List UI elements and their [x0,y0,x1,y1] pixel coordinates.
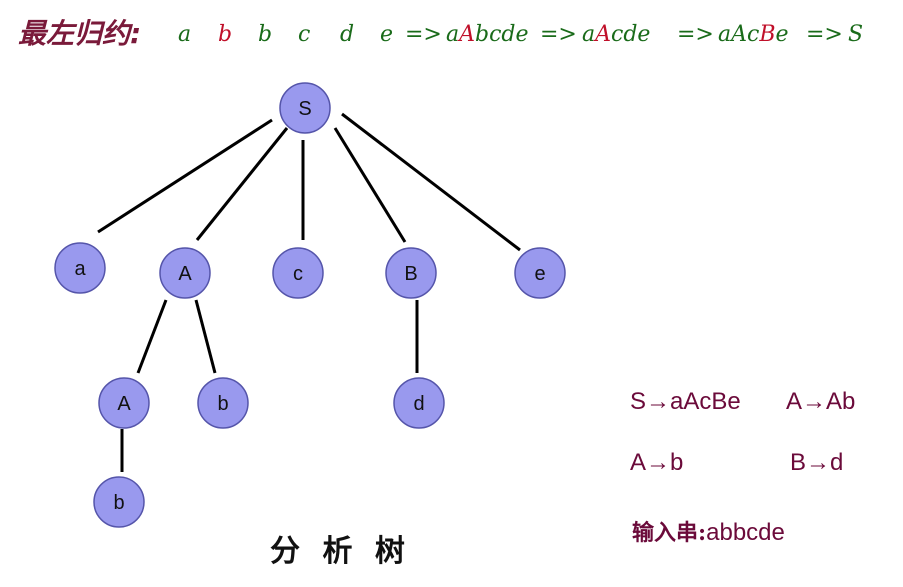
tree-edge-s-e [341,112,521,252]
node-circle [393,377,445,429]
node-circle [197,377,249,429]
tree-node-d: d [393,377,445,429]
tree-edge-s-b [333,127,407,243]
sentential-form: aAcde [582,22,651,47]
node-label: b [217,393,228,415]
node-circle [272,247,324,299]
sentential-form: c [298,22,311,47]
node-circle [279,82,331,134]
derive-arrow: => [405,22,442,47]
node-label: e [534,263,545,285]
tree-node-b2: b [93,476,145,528]
node-circle [98,377,150,429]
node-circle [54,242,106,294]
input-value: abbcde [706,519,785,546]
tree-node-a1: A [159,247,211,299]
node-label: S [298,98,311,120]
tree-node-a2: A [98,377,150,429]
sentential-form: aAbcde [446,22,529,47]
node-circle [385,247,437,299]
rule-b: B→d [790,449,844,476]
tree-edge-s-a [97,118,273,234]
tree-edge-a1-b1 [194,299,217,374]
tree-node-c: c [272,247,324,299]
sentential-form: a [178,22,192,47]
title-label: 最左归约: [18,17,142,50]
tree-caption: 分 析 树 [270,534,411,569]
tree-edge-s-a1 [195,127,289,241]
node-label: a [74,258,86,280]
input-label: 输入串: [632,520,707,546]
tree-node-b1: b [197,377,249,429]
tree-edges [97,112,521,472]
node-circle [514,247,566,299]
node-label: c [293,263,303,285]
node-label: B [404,263,417,285]
node-circle [93,476,145,528]
derive-arrow: => [540,22,577,47]
tree-edge-a1-a2 [136,299,168,374]
tree-node-a: a [54,242,106,294]
sentential-form: S [848,22,864,47]
sentential-form: aAcBe [718,22,789,47]
rule-a-base: A→b [630,449,684,476]
tree-node-b: B [385,247,437,299]
sentential-form: d [340,22,355,47]
sentential-form: b [258,22,273,47]
node-label: b [113,492,124,514]
derive-arrow: => [806,22,843,47]
tree-node-e: e [514,247,566,299]
node-label: A [178,263,192,285]
rule-s: S→aAcBe [630,388,741,415]
rule-a-recursive: A→Ab [786,388,856,415]
sentential-form: e [380,22,394,47]
tree-node-s: S [279,82,331,134]
node-circle [159,247,211,299]
input-string: 输入串:abbcde [632,515,785,547]
node-label: A [117,393,131,415]
derive-arrow: => [677,22,714,47]
node-label: d [413,393,424,415]
sentential-form: b [218,22,233,47]
